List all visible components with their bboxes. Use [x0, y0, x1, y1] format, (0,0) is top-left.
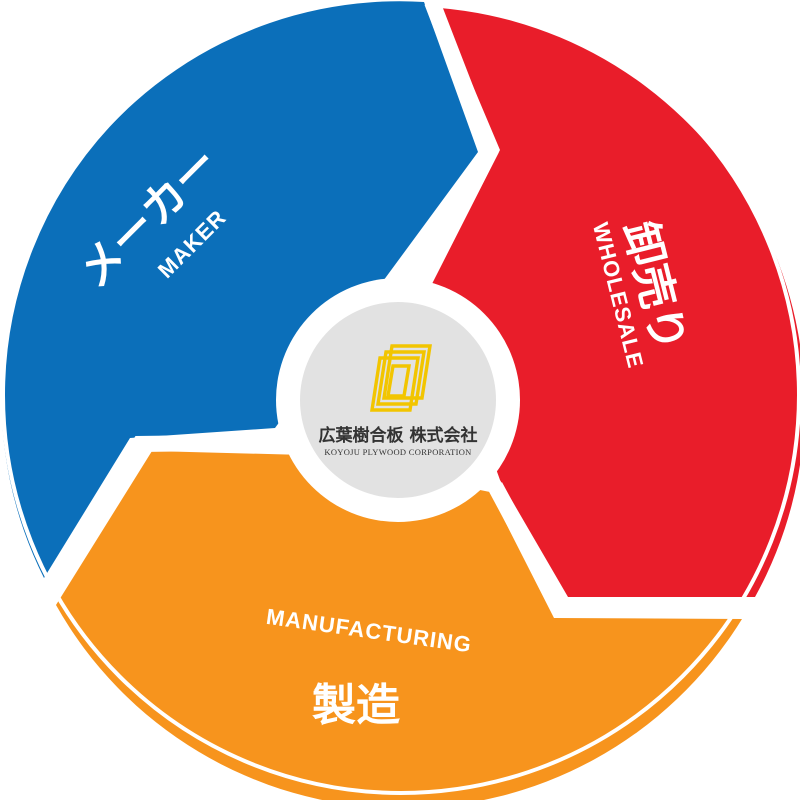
company-name-en: KOYOJU PLYWOOD CORPORATION — [324, 447, 471, 457]
segment-manufacturing — [56, 451, 742, 800]
plywood-logo-icon — [370, 344, 432, 412]
divider-right — [487, 482, 760, 615]
company-name-jp: 広葉樹合板 株式会社 — [319, 425, 478, 446]
center-badge — [300, 302, 496, 498]
segment-maker — [1, 1, 479, 578]
segment-wholesale — [430, 8, 800, 597]
divider-left — [43, 434, 291, 597]
divider-top — [417, 0, 499, 284]
manufacturing-label-jp: 製造 — [312, 680, 400, 731]
